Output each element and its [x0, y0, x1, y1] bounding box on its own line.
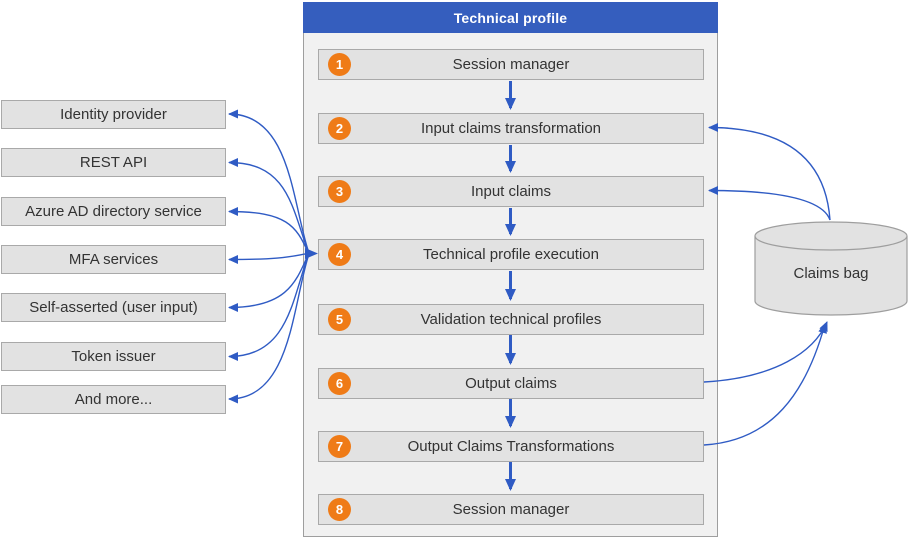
step-label: Input claims transformation: [420, 120, 602, 137]
step-label: Input claims: [470, 183, 552, 200]
source-box-identity-provider: Identity provider: [1, 100, 226, 129]
arrow-output-claims-to-claimsbag: [703, 321, 828, 383]
step-number-badge: 2: [328, 117, 351, 140]
step-label: Output Claims Transformations: [407, 438, 615, 455]
step-number-badge: 4: [328, 243, 351, 266]
arrow-to-rest-api: [228, 158, 309, 252]
step-label: Validation technical profiles: [420, 311, 602, 328]
step-box-1: 1 Session manager: [318, 49, 704, 80]
arrow-to-and-more: [228, 256, 309, 404]
panel-title: Technical profile: [303, 2, 718, 33]
source-box-token-issuer: Token issuer: [1, 342, 226, 371]
step-number-badge: 5: [328, 308, 351, 331]
arrow-output-claims-transformations-to-claimsbag: [703, 323, 827, 446]
step-number-badge: 7: [328, 435, 351, 458]
claims-bag: Claims bag: [754, 221, 908, 316]
step-box-8: 8 Session manager: [318, 494, 704, 525]
source-label: And more...: [74, 391, 153, 408]
arrow-to-identity-provider: [228, 109, 309, 251]
step-number-badge: 1: [328, 53, 351, 76]
source-box-self-asserted-user-input: Self-asserted (user input): [1, 293, 226, 322]
arrow-to-token-issuer: [228, 255, 309, 361]
arrow-to-self-asserted: [228, 254, 309, 312]
source-label: Self-asserted (user input): [29, 299, 198, 316]
arrow-to-azure-ad-directory-service: [228, 207, 309, 253]
source-label: Identity provider: [60, 106, 167, 123]
step-label: Session manager: [452, 56, 570, 73]
source-label: Token issuer: [71, 348, 156, 365]
step-number-badge: 8: [328, 498, 351, 521]
source-box-rest-api: REST API: [1, 148, 226, 177]
database-cylinder-icon: [754, 221, 908, 316]
step-label: Session manager: [452, 501, 570, 518]
step-box-5: 5 Validation technical profiles: [318, 304, 704, 335]
step-box-6: 6 Output claims: [318, 368, 704, 399]
source-box-mfa-services: MFA services: [1, 245, 226, 274]
source-box-azure-ad-directory-service: Azure AD directory service: [1, 197, 226, 226]
source-label: MFA services: [68, 251, 159, 268]
arrow-claimsbag-to-input-claims-transformation: [708, 123, 831, 221]
arrow-to-mfa-services: [228, 252, 309, 264]
source-label: Azure AD directory service: [25, 203, 202, 220]
source-label: REST API: [79, 154, 148, 171]
step-box-3: 3 Input claims: [318, 176, 704, 207]
step-number-badge: 3: [328, 180, 351, 203]
step-label: Output claims: [465, 375, 557, 392]
step-number-badge: 6: [328, 372, 351, 395]
step-box-4: 4 Technical profile execution: [318, 239, 704, 270]
source-box-and-more: And more...: [1, 385, 226, 414]
step-label: Technical profile execution: [423, 246, 599, 263]
arrow-claimsbag-to-input-claims: [708, 186, 831, 221]
step-box-2: 2 Input claims transformation: [318, 113, 704, 144]
step-box-7: 7 Output Claims Transformations: [318, 431, 704, 462]
claims-bag-label: Claims bag: [793, 265, 869, 282]
